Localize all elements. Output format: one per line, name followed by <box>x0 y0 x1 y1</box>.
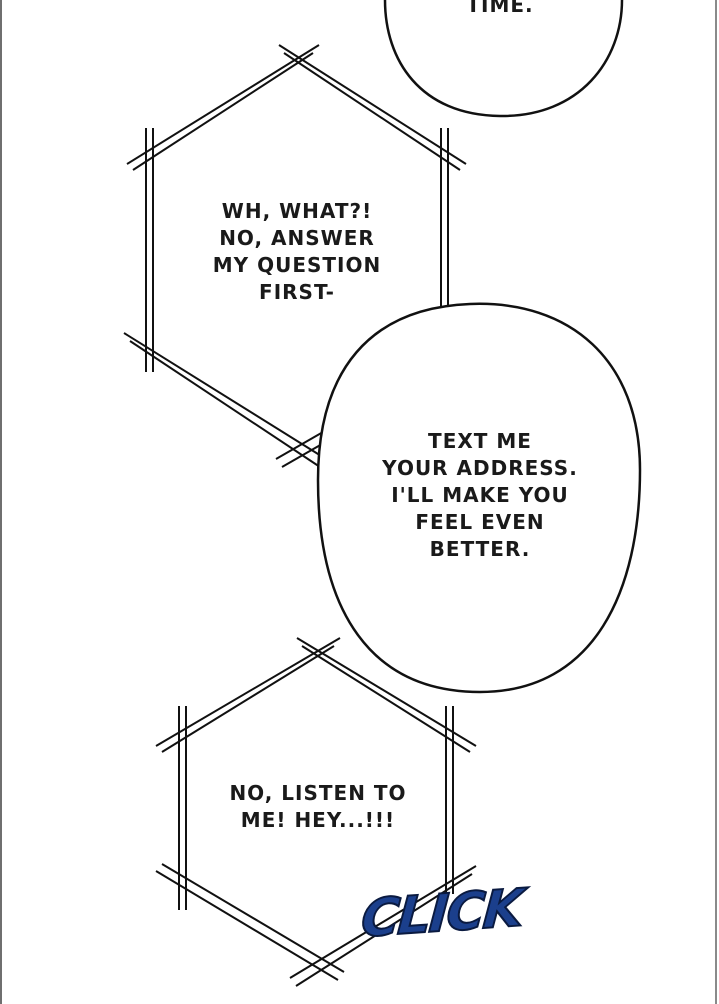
hex-lower-text: NO, LISTEN TO ME! HEY...!!! <box>229 781 407 832</box>
top-bubble-text: TIME. <box>466 0 534 17</box>
oval-speech-bubble <box>316 302 642 694</box>
panel-border-right <box>715 0 717 1004</box>
panel-border-left <box>0 0 2 1004</box>
oval-bubble-text: TEXT ME YOUR ADDRESS. I'LL MAKE YOU FEEL… <box>382 429 578 561</box>
hex-bubble-lower <box>155 637 477 987</box>
top-speech-bubble <box>383 0 624 118</box>
hex-upper-text: WH, WHAT?! NO, ANSWER MY QUESTION FIRST- <box>212 199 382 304</box>
click-sound-effect: CLICK <box>358 878 525 951</box>
